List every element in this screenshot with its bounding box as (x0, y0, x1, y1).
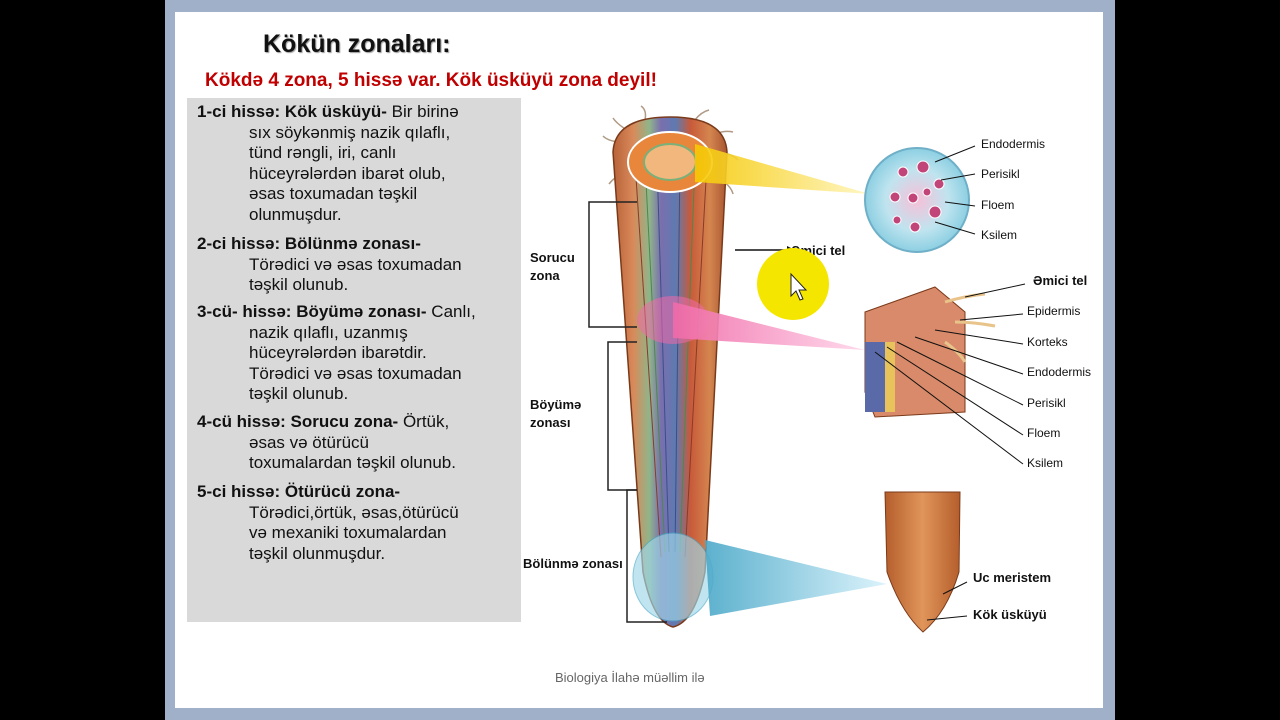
part-3-line: təşkil olunub. (249, 384, 349, 404)
rootcap-leader (926, 615, 968, 621)
part-1-line: Bir birinə (391, 102, 459, 121)
part-5-line: təşkil olunmuşdur. (249, 543, 386, 563)
label-endodermis-cross: Endodermis (981, 137, 1045, 151)
label-boyume-2: zonası (530, 415, 570, 430)
label-root-hair-detail: Əmici tel (1033, 273, 1087, 288)
blue-beam (705, 540, 887, 616)
label-korteks: Korteks (1027, 335, 1068, 349)
mouse-pointer-icon (790, 272, 808, 301)
division-zone-highlight (632, 532, 714, 622)
part-3-line: hüceyrələrdən ibarətdir. (249, 343, 427, 363)
part-4-line: əsas və ötürücü (249, 432, 370, 452)
label-ksilem-detail: Ksilem (1027, 456, 1063, 470)
part-3-line: Törədici və əsas toxumadan (249, 363, 462, 383)
part-3-line: Canlı, (431, 302, 476, 321)
slide-footer: Biologiya İlahə müəllim ilə (555, 670, 705, 685)
part-3-heading: 3-cü- hissə: Böyümə zonası- (197, 302, 427, 321)
slide-title: Kökün zonaları: (263, 30, 451, 58)
part-1-heading: 1-ci hissə: Kök üsküyü- (197, 102, 387, 121)
label-floem-cross: Floem (981, 198, 1014, 212)
label-epidermis: Epidermis (1027, 304, 1080, 318)
detail-leaders (874, 283, 1026, 465)
part-4-heading: 4-cü hissə: Sorucu zona- (197, 412, 399, 431)
slide-frame: Kökün zonaları: Kökdə 4 zona, 5 hissə va… (165, 0, 1115, 720)
part-5-line: Törədici,örtük, əsas,ötürücü (249, 502, 459, 522)
part-4: 4-cü hissə: Sorucu zona- Örtük, əsas və … (197, 412, 456, 474)
meristem-leader (942, 581, 968, 595)
label-sorucu-1: Sorucu (530, 250, 575, 265)
label-endodermis-detail: Endodermis (1027, 365, 1091, 379)
zone-brackets (588, 201, 667, 623)
cross-section-cells (889, 160, 945, 233)
part-1-line: hüceyrələrdən ibarət olub, (249, 163, 446, 183)
part-1-line: əsas toxumadan təşkil (249, 184, 418, 204)
cross-section-leaders (934, 145, 976, 235)
top-section-core (643, 143, 697, 181)
label-kok-uskuyu: Kök üsküyü (973, 607, 1047, 622)
root-zones-diagram: Sorucu zona Böyümə zonası Bölünmə zonası… (523, 105, 1091, 633)
part-2-line: təşkil olunub. (249, 275, 349, 295)
part-4-line: Örtük, (402, 412, 450, 431)
yellow-beam (695, 144, 870, 194)
part-3-line: nazik qılaflı, uzanmış (249, 322, 408, 342)
part-5-line: və mexaniki toxumalardan (249, 523, 447, 543)
vascular-stripes (634, 161, 708, 558)
text-panel: 1-ci hissə: Kök üsküyü- Bir birinə sıx s… (187, 98, 521, 622)
pink-beam (673, 302, 865, 350)
part-2: 2-ci hissə: Bölünmə zonası- Törədici və … (197, 234, 462, 296)
epidermis-detail-image (864, 286, 996, 418)
label-uc-meristem: Uc meristem (973, 570, 1051, 585)
label-bolunme: Bölünmə zonası (523, 556, 623, 571)
part-5: 5-ci hissə: Ötürücü zona- Törədici,örtük… (197, 482, 459, 564)
label-boyume-1: Böyümə (530, 397, 581, 412)
label-floem-detail: Floem (1027, 426, 1060, 440)
part-1-line: olunmuşdur. (249, 204, 342, 224)
part-2-heading: 2-ci hissə: Bölünmə zonası- (197, 234, 421, 253)
part-3: 3-cü- hissə: Böyümə zonası- Canlı, nazik… (197, 302, 476, 405)
label-perisikl-cross: Perisikl (981, 167, 1020, 181)
label-perisikl-detail: Perisikl (1027, 396, 1066, 410)
part-4-line: toxumalardan təşkil olunub. (249, 453, 456, 473)
part-1-line: sıx söykənmiş nazik qılaflı, (249, 122, 451, 142)
part-1-line: tünd rəngli, iri, canlı (249, 143, 397, 163)
part-2-line: Törədici və əsas toxumadan (249, 254, 462, 274)
slide-subtitle: Kökdə 4 zona, 5 hissə var. Kök üsküyü zo… (205, 70, 657, 91)
part-5-heading: 5-ci hissə: Ötürücü zona- (197, 482, 401, 501)
root-tip-image (884, 491, 961, 633)
part-1: 1-ci hissə: Kök üsküyü- Bir birinə sıx s… (197, 102, 459, 226)
label-sorucu-2: zona (530, 268, 560, 283)
label-ksilem-cross: Ksilem (981, 228, 1017, 242)
slide: Kökün zonaları: Kökdə 4 zona, 5 hissə va… (175, 12, 1103, 708)
